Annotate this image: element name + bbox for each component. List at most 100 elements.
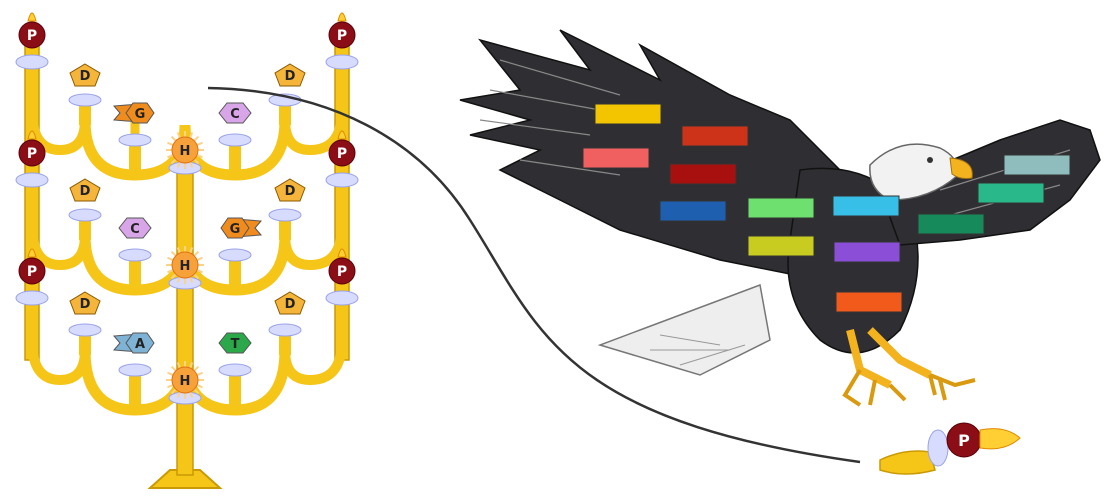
nucleotide-label: D xyxy=(285,69,296,84)
menorah-stem xyxy=(176,139,194,476)
eagle-talons-left xyxy=(842,368,907,407)
feather-bar xyxy=(917,213,985,235)
menorah-base xyxy=(147,469,223,489)
eagle-eye xyxy=(927,157,933,163)
phosphate-candle: P xyxy=(328,130,356,167)
wing-feather-lines xyxy=(479,59,621,176)
eagle-beak xyxy=(949,157,973,179)
sun-shape xyxy=(171,251,199,279)
nucleotide-t: T xyxy=(218,332,252,354)
feather-bar xyxy=(747,235,815,257)
phosphate-circle xyxy=(18,139,46,167)
nucleotide-g: G xyxy=(112,102,155,124)
feather-bar xyxy=(594,103,662,125)
menorah-branch xyxy=(280,224,347,271)
cup xyxy=(325,290,359,306)
cup xyxy=(118,248,152,262)
phosphate-label: P xyxy=(27,264,37,280)
cup xyxy=(325,54,359,70)
cup xyxy=(218,248,252,262)
cup xyxy=(268,323,302,337)
feather-bar xyxy=(681,125,749,147)
feather-bar xyxy=(835,291,903,313)
cup xyxy=(118,133,152,147)
nucleotide-d: D xyxy=(69,178,101,202)
cup xyxy=(15,172,49,188)
nucleotide-label: T xyxy=(231,337,240,352)
nucleotide-d: D xyxy=(274,63,306,87)
cup xyxy=(68,93,102,107)
nucleotide-a: A xyxy=(112,332,155,354)
cup xyxy=(15,54,49,70)
menorah-branch xyxy=(280,339,347,386)
hexagon-shape xyxy=(118,217,152,239)
phosphate-label: P xyxy=(337,264,347,280)
menorah-post xyxy=(129,255,141,295)
phosphate-circle xyxy=(18,257,46,285)
hexagon-shape xyxy=(125,332,155,354)
feather-bar xyxy=(582,147,650,169)
pentagon-shape xyxy=(69,63,101,87)
flame-icon xyxy=(27,130,37,140)
nucleotide-label: D xyxy=(80,69,91,84)
pentagon-shape xyxy=(69,178,101,202)
phosphate-label: P xyxy=(27,146,37,162)
nucleotide-c: C xyxy=(118,217,152,239)
nucleotide-d: D xyxy=(69,63,101,87)
phosphate-circle xyxy=(328,21,356,49)
phosphate-candle: P xyxy=(328,248,356,285)
menorah-post xyxy=(129,370,141,415)
feather-bar xyxy=(747,197,815,219)
hexagon-shape xyxy=(125,102,155,124)
pentagon-shape xyxy=(274,178,306,202)
nucleotide-label: H xyxy=(180,259,191,274)
nucleotide-label: H xyxy=(180,374,191,389)
nucleotide-label: D xyxy=(80,184,91,199)
phosphate-candle: P xyxy=(18,130,46,167)
cup xyxy=(218,363,252,377)
nucleotide-label: C xyxy=(230,107,240,122)
flame-icon xyxy=(27,12,37,22)
flame-icon xyxy=(27,248,37,258)
cup xyxy=(268,208,302,222)
menorah-branch xyxy=(280,109,347,156)
loose-phosphate-candle: P xyxy=(879,422,1021,475)
feather-bar xyxy=(659,200,727,222)
nucleotide-label: D xyxy=(80,297,91,312)
phosphate-candle: P xyxy=(18,248,46,285)
nucleotide-d: D xyxy=(274,291,306,315)
pentagon-shape xyxy=(69,291,101,315)
feather-bar xyxy=(833,241,901,263)
menorah-post xyxy=(129,140,141,180)
menorah-post xyxy=(229,370,241,415)
menorah-branch xyxy=(27,109,90,156)
candle-holder xyxy=(879,450,936,475)
nucleotide-label: A xyxy=(135,337,145,352)
menorah-post xyxy=(229,140,241,180)
flame-icon xyxy=(979,428,1021,450)
phosphate-label: P xyxy=(958,431,970,450)
cup xyxy=(68,208,102,222)
feather-bar xyxy=(1003,154,1071,176)
feather-color-bars xyxy=(582,103,1071,313)
hexagon-shape xyxy=(218,102,252,124)
phosphate-label: P xyxy=(337,146,347,162)
nucleotide-label: G xyxy=(135,107,146,122)
flame-icon xyxy=(337,12,347,22)
nucleotide-c: C xyxy=(218,102,252,124)
cup xyxy=(927,429,949,467)
phosphate-circle xyxy=(328,139,356,167)
phosphate-candle: P xyxy=(328,12,356,49)
cup xyxy=(68,323,102,337)
pentagon-shape xyxy=(274,63,306,87)
nucleotide-label: H xyxy=(180,144,191,159)
sun-shape xyxy=(171,366,199,394)
nucleotide-label: D xyxy=(285,297,296,312)
cup xyxy=(218,133,252,147)
menorah-right-column xyxy=(334,39,350,361)
feather-bar xyxy=(832,195,900,217)
